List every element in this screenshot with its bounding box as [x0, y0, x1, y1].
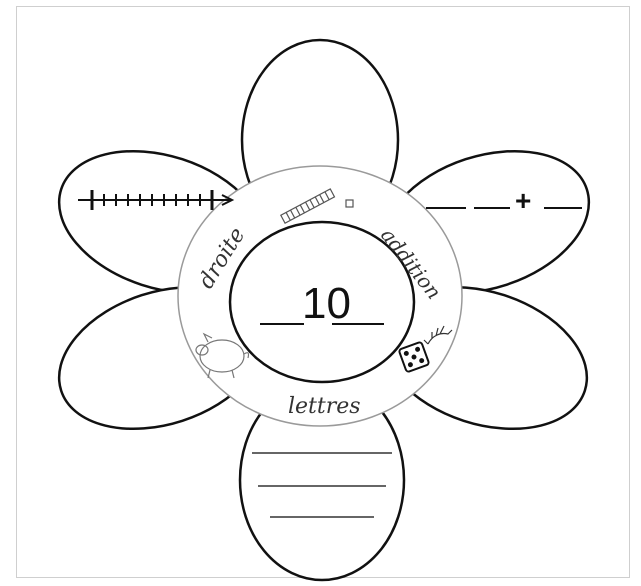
plus-sign: +	[515, 185, 531, 216]
center-number: 10	[302, 279, 351, 328]
unit-cube-icon	[346, 200, 353, 207]
label-lettres: lettres	[288, 394, 361, 419]
